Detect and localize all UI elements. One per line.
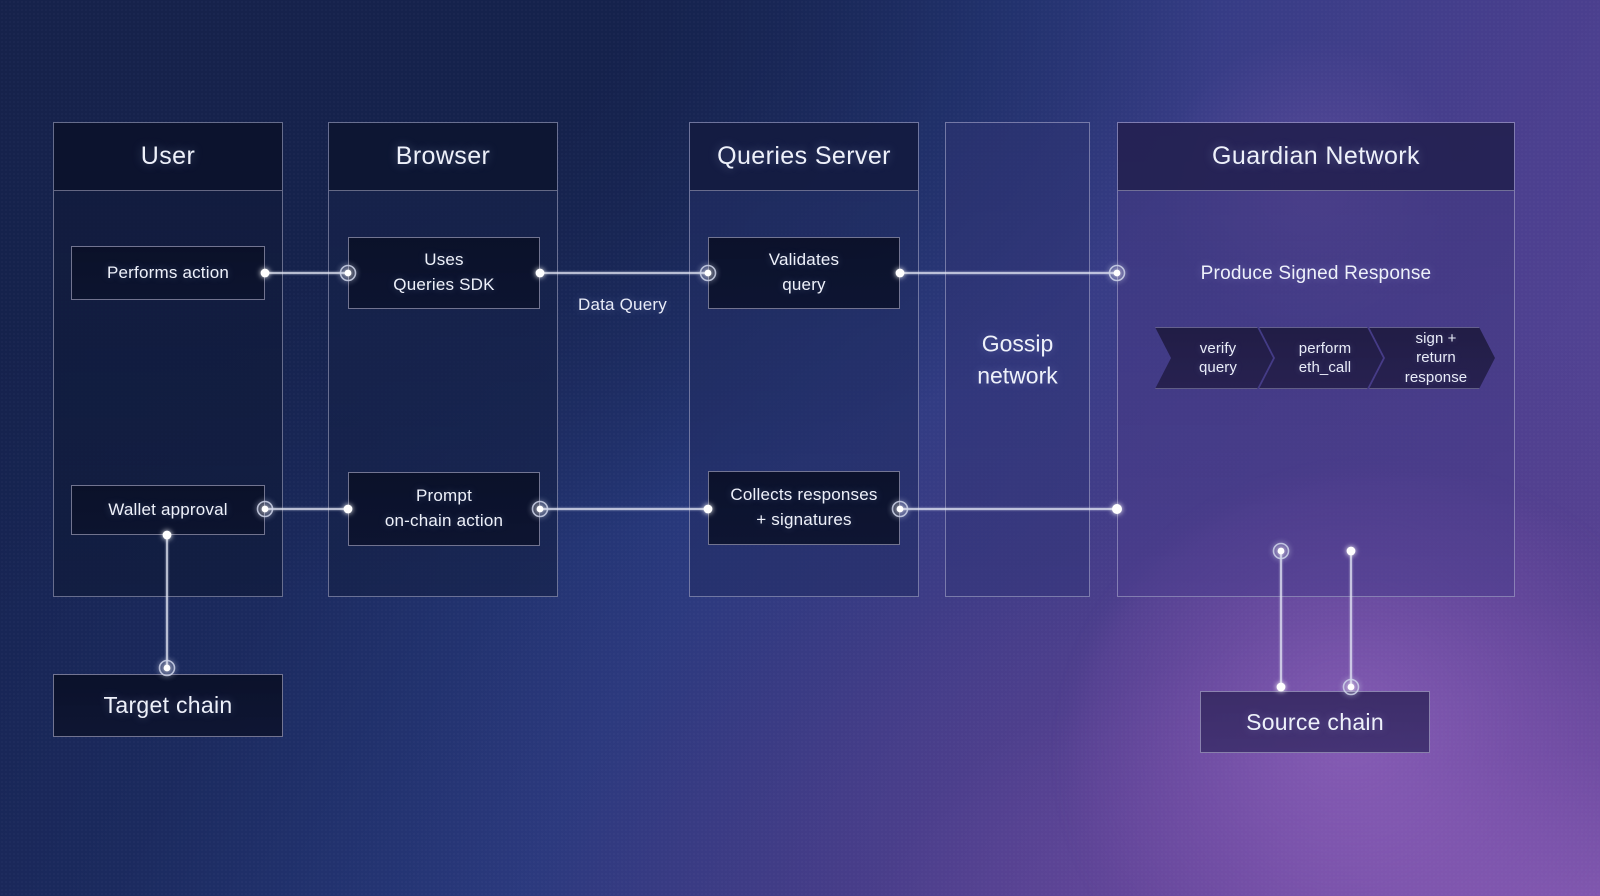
step-validates-query-label-line1: Validates: [768, 250, 840, 270]
lane-queries-server-header: Queries Server: [690, 123, 918, 191]
chevron-sign-return-response[interactable]: sign + return response: [1369, 327, 1495, 389]
chevron-verify-query-line2: query: [1198, 359, 1238, 376]
gossip-label-line1: Gossip: [981, 329, 1054, 356]
step-validates-query-label-line2: query: [782, 275, 826, 294]
lane-gossip-network[interactable]: Gossip network: [945, 122, 1090, 597]
step-wallet-approval-label: Wallet approval: [108, 499, 228, 519]
step-collects-responses-label-line1: Collects responses: [730, 485, 878, 505]
chainbox-target-chain[interactable]: Target chain: [53, 674, 283, 737]
chevron-sign-return-response-line2: return: [1416, 349, 1456, 367]
edge-label-data-query: Data Query: [578, 295, 667, 314]
chevron-perform-eth-call-line1: perform: [1298, 339, 1352, 357]
guardian-subtitle: Produce Signed Response: [1200, 263, 1432, 284]
step-prompt-onchain-action-label-line1: Prompt: [416, 486, 472, 506]
chevron-perform-eth-call[interactable]: perform eth_call: [1259, 327, 1383, 389]
step-performs-action[interactable]: Performs action: [71, 246, 265, 300]
lane-user-header: User: [54, 123, 282, 191]
lane-guardian-network-header: Guardian Network: [1118, 123, 1514, 191]
step-uses-queries-sdk[interactable]: Uses Queries SDK: [348, 237, 540, 309]
guardian-chevron-pipeline: verify query perform eth_call sign + ret…: [1155, 327, 1495, 389]
chevron-sign-return-response-line3: response: [1404, 368, 1468, 386]
chainbox-target-chain-label: Target chain: [103, 692, 233, 718]
step-performs-action-label: Performs action: [106, 262, 230, 282]
chevron-sign-return-response-line1: sign +: [1415, 330, 1457, 348]
chevron-verify-query[interactable]: verify query: [1155, 327, 1273, 389]
chevron-perform-eth-call-line2: eth_call: [1298, 359, 1352, 376]
step-uses-queries-sdk-label-line2: Queries SDK: [393, 275, 495, 294]
step-uses-queries-sdk-label-line1: Uses: [424, 250, 464, 270]
step-prompt-onchain-action[interactable]: Prompt on-chain action: [348, 472, 540, 546]
lane-browser-header: Browser: [329, 123, 557, 191]
chainbox-source-chain[interactable]: Source chain: [1200, 691, 1430, 753]
step-wallet-approval[interactable]: Wallet approval: [71, 485, 265, 535]
chainbox-source-chain-label: Source chain: [1246, 708, 1384, 735]
chevron-verify-query-line1: verify: [1199, 339, 1237, 357]
lane-user-title: User: [140, 142, 196, 170]
step-prompt-onchain-action-label-line2: on-chain action: [384, 511, 504, 530]
step-collects-responses-label-line2: + signatures: [756, 510, 852, 529]
lane-browser-title: Browser: [395, 142, 491, 170]
lane-queries-server-title: Queries Server: [717, 142, 891, 170]
step-validates-query[interactable]: Validates query: [708, 237, 900, 309]
step-collects-responses[interactable]: Collects responses + signatures: [708, 471, 900, 545]
lane-guardian-network-title: Guardian Network: [1212, 142, 1420, 170]
lane-gossip-network-label: Gossip network: [946, 327, 1089, 392]
gossip-label-line2: network: [977, 362, 1058, 389]
